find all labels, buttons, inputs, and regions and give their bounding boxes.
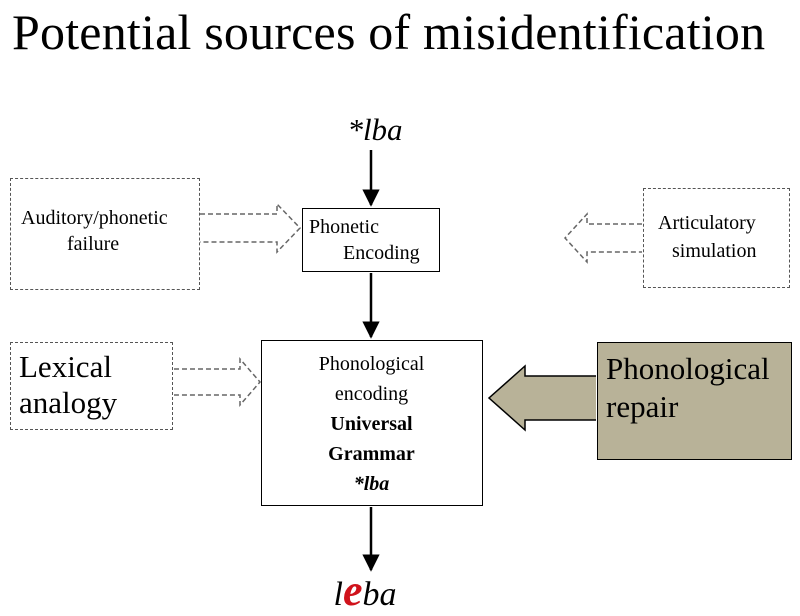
phonological-encoding-box: Phonological encoding Universal Grammar … [261, 340, 483, 506]
auditory-failure-line2: failure [67, 233, 120, 255]
universal-grammar-line2: Grammar [328, 443, 415, 465]
arrow-auditory-to-phonetic [200, 202, 302, 254]
phonological-encoding-line1: Phonological [318, 353, 425, 375]
articulatory-simulation-line1: Articulatory [658, 212, 756, 234]
phonological-repair-box: Phonological repair [597, 342, 792, 460]
output-form-rest: ba [362, 576, 397, 613]
phonological-repair-line2: repair [606, 389, 679, 424]
phonetic-encoding-box: Phonetic Encoding [302, 208, 440, 272]
lexical-analogy-line1: Lexical [19, 349, 112, 384]
universal-grammar-line1: Universal [330, 413, 413, 435]
auditory-failure-line1: Auditory/phonetic [21, 207, 168, 229]
arrow-repair-to-phonological [487, 364, 596, 432]
ug-input-form: *lba [353, 473, 390, 495]
phonetic-encoding-line2: Encoding [343, 242, 420, 264]
phonological-encoding-line2: encoding [334, 383, 409, 405]
phonological-repair-line1: Phonological [606, 351, 770, 386]
articulatory-simulation-box: Articulatory simulation [643, 188, 790, 288]
auditory-failure-box: Auditory/phonetic failure [10, 178, 200, 290]
articulatory-simulation-line2: simulation [672, 240, 757, 262]
lexical-analogy-box: Lexical analogy [10, 342, 173, 430]
output-form-onset: l [333, 576, 343, 613]
output-form: leba [300, 569, 430, 616]
lexical-analogy-line2: analogy [19, 385, 118, 420]
epenthetic-vowel: e [342, 566, 363, 615]
phonetic-encoding-line1: Phonetic [309, 216, 379, 238]
input-form-label: *lba [347, 112, 403, 147]
arrow-lexical-to-phonological [174, 356, 261, 408]
arrow-articulatory-to-phonetic [563, 212, 642, 264]
page-title: Potential sources of misidentification [12, 4, 766, 60]
